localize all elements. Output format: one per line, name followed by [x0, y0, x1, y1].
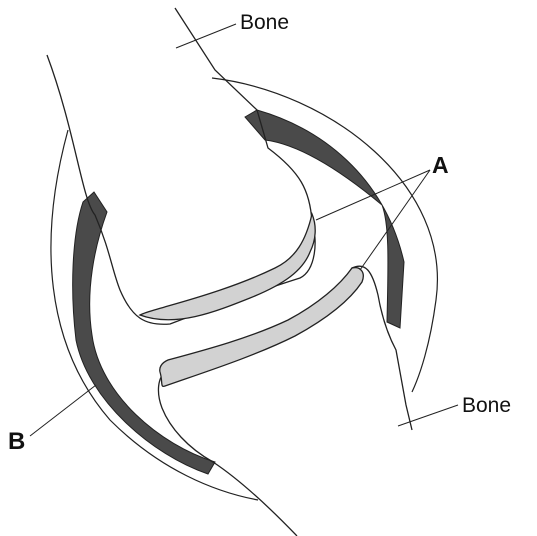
- leader-b: [30, 385, 96, 436]
- synovial-membrane-left: [73, 192, 215, 474]
- label-bone-top: Bone: [240, 12, 289, 33]
- label-b: B: [8, 430, 25, 454]
- cartilage-upper: [140, 214, 315, 320]
- label-a: A: [432, 154, 449, 177]
- label-bone-bottom: Bone: [462, 395, 511, 416]
- leader-bone-top: [176, 24, 236, 48]
- synovial-membrane-right: [245, 110, 404, 328]
